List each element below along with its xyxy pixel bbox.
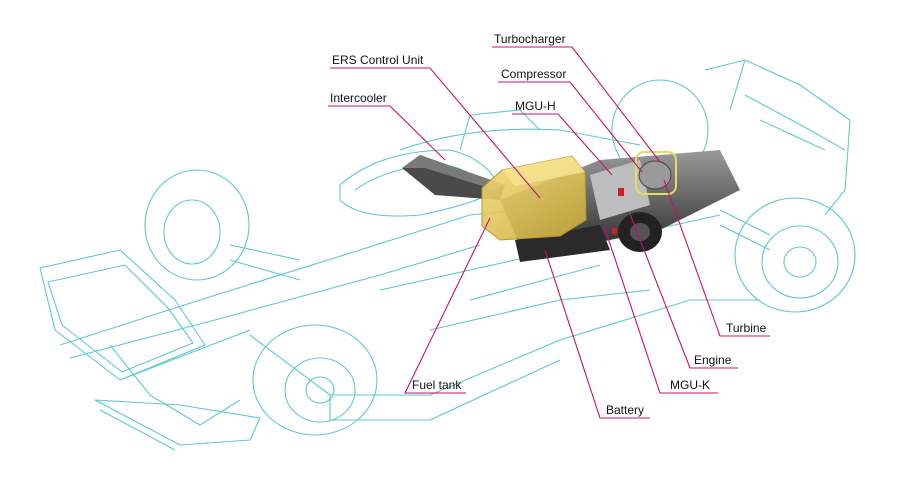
- rear-right-tyre: [734, 197, 856, 313]
- leader-ers-control-unit: [330, 67, 541, 199]
- label-ers-control-unit: ERS Control Unit: [332, 53, 424, 67]
- front-right-tyre: [252, 324, 378, 436]
- sidepod: [249, 299, 760, 396]
- leader-mgu-k: [603, 225, 718, 394]
- front-wing: [39, 249, 206, 381]
- rear-wing: [729, 59, 851, 216]
- label-mgu-h: MGU-H: [515, 99, 556, 113]
- label-intercooler: Intercooler: [330, 91, 387, 105]
- leader-intercooler: [328, 105, 446, 161]
- label-battery: Battery: [606, 403, 645, 417]
- leader-compressor: [498, 81, 643, 173]
- battery-pack: [515, 225, 610, 262]
- turbocharger-unit: [638, 160, 672, 190]
- leader-lines: [328, 46, 770, 419]
- leader-engine: [629, 213, 738, 369]
- label-turbine: Turbine: [726, 321, 767, 335]
- leader-turbine: [663, 179, 770, 337]
- turbocharger-highlight: [635, 151, 677, 195]
- leader-turbocharger: [492, 46, 661, 163]
- label-turbocharger: Turbocharger: [494, 32, 566, 46]
- label-compressor: Compressor: [501, 67, 567, 81]
- label-mgu-k: MGU-K: [670, 378, 710, 392]
- leader-mgu-h: [512, 113, 613, 176]
- label-engine: Engine: [694, 353, 732, 367]
- leader-fuel-tank: [404, 217, 491, 394]
- leader-battery: [544, 249, 650, 419]
- label-fuel-tank: Fuel tank: [412, 378, 462, 392]
- front-left-tyre: [144, 169, 250, 281]
